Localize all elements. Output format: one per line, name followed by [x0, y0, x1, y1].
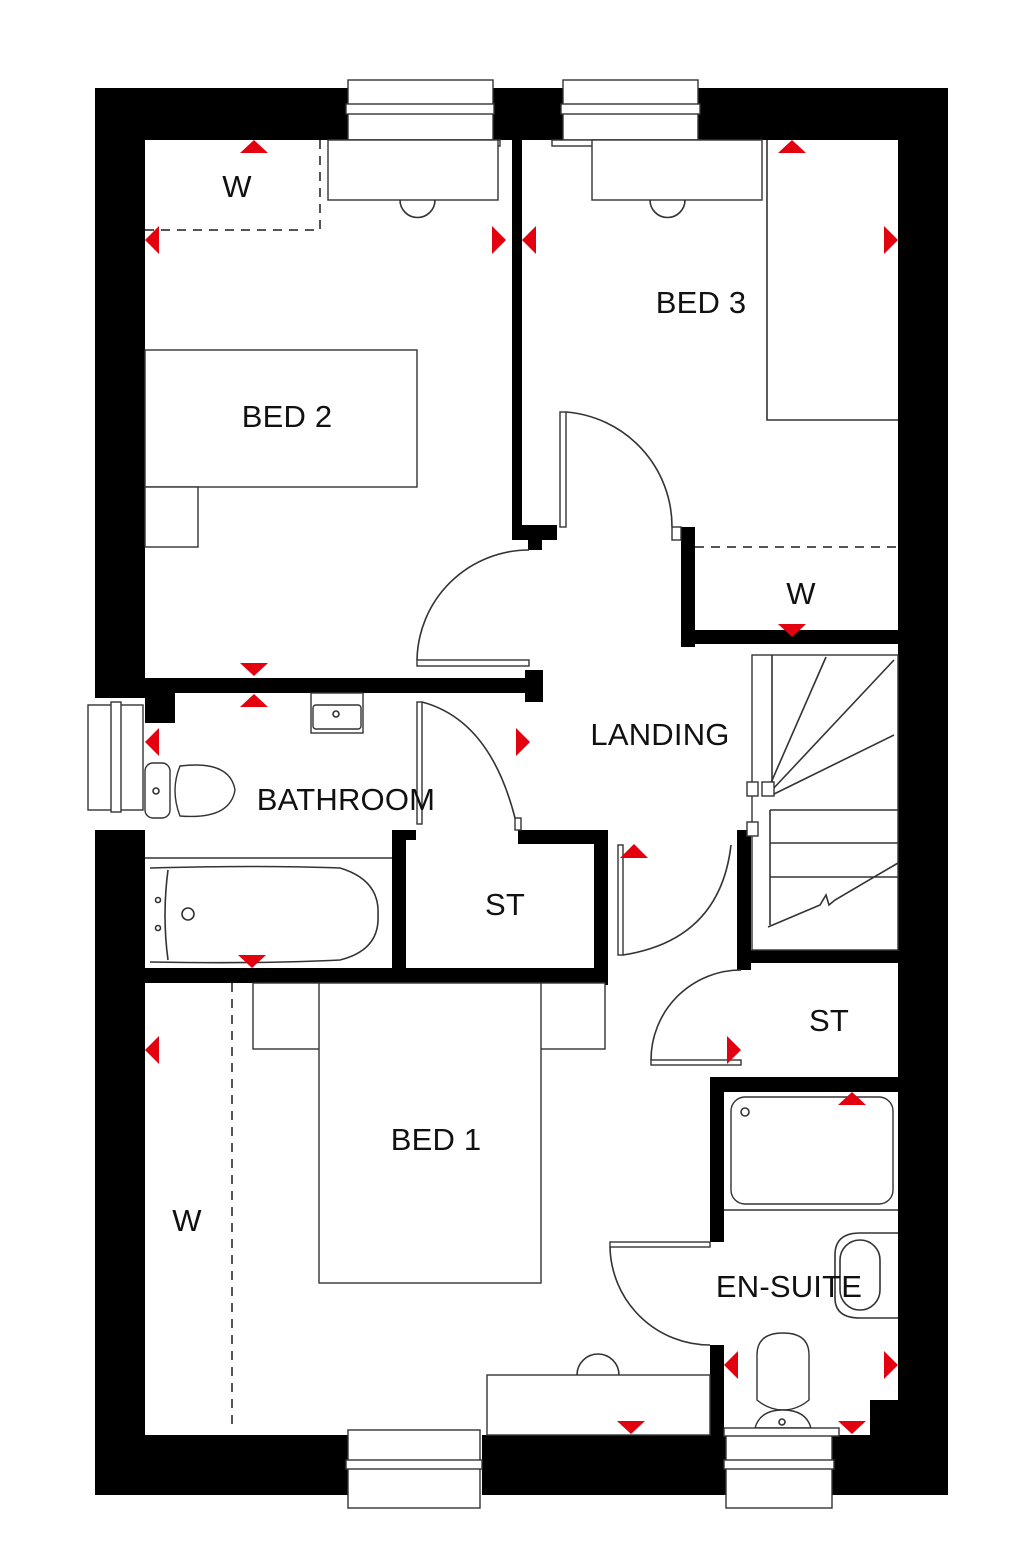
door-swing-icon: [559, 411, 682, 541]
bathtub-icon: [145, 857, 392, 964]
window-icon: [723, 1429, 835, 1509]
shower-tray-icon: [724, 1096, 898, 1211]
window-icon: [329, 79, 501, 147]
toilet-icon: [723, 1332, 840, 1437]
basin-icon: [834, 1232, 898, 1319]
window-icon: [345, 1429, 483, 1509]
bed2-label: BED 2: [241, 399, 333, 434]
store-center-label: ST: [484, 887, 526, 922]
door-swing-icon: [650, 969, 742, 1066]
bed1-furniture: [231, 982, 711, 1436]
store-right-label: ST: [808, 1003, 850, 1038]
bed1-wardrobe-label: W: [172, 1203, 202, 1238]
bed2-wardrobe-label: W: [222, 169, 252, 204]
bed-icon: [144, 349, 418, 488]
internal-walls: [145, 140, 900, 1435]
bed1-label: BED 1: [390, 1122, 482, 1157]
door-swing-icon: [609, 1241, 711, 1346]
bed2-furniture: [144, 139, 499, 548]
window-icon: [551, 79, 708, 147]
bed3-wardrobe-label: W: [786, 576, 816, 611]
window-icon: [87, 701, 144, 813]
landing-label: LANDING: [590, 717, 730, 752]
door-swing-icon: [617, 844, 732, 956]
bed3-furniture: [591, 139, 898, 548]
door-swing-icon: [416, 549, 530, 667]
outer-walls: [95, 88, 948, 1495]
bed3-label: BED 3: [655, 285, 747, 320]
toilet-icon: [144, 762, 236, 819]
bed-icon: [318, 982, 542, 1284]
staircase-icon: [746, 654, 899, 951]
ensuite-label: EN-SUITE: [715, 1269, 863, 1304]
dimension-marker-icon: [145, 140, 898, 1434]
bathroom-label: BATHROOM: [256, 782, 436, 817]
door-swing-icon: [416, 701, 522, 831]
basin-icon: [310, 692, 364, 734]
